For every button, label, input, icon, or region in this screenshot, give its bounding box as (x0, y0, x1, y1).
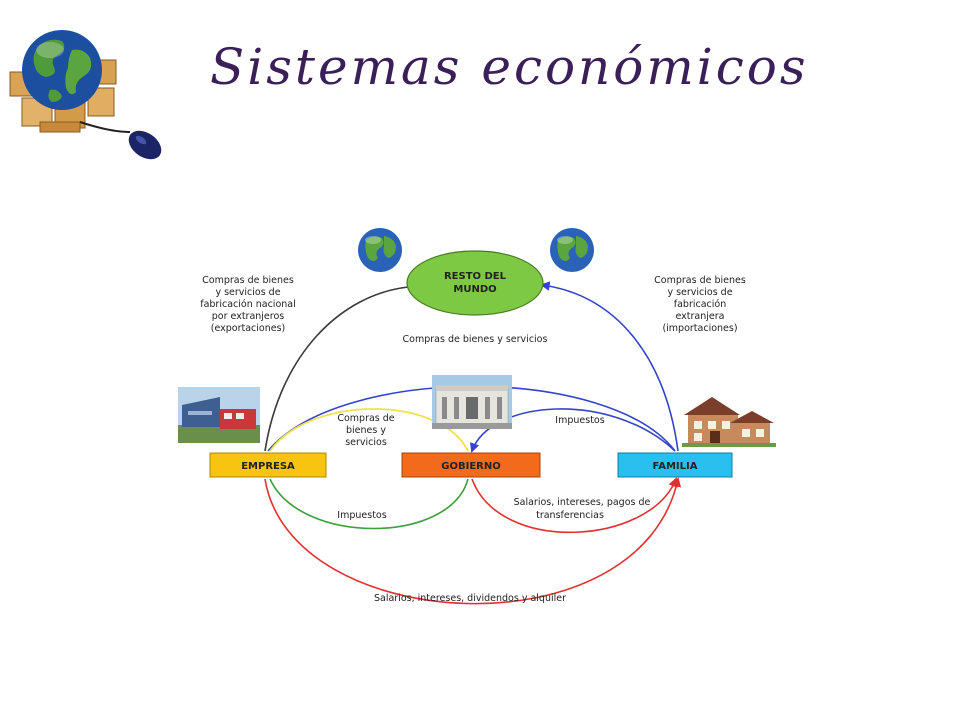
svg-text:por extranjeros: por extranjeros (212, 311, 285, 322)
node-empresa: EMPRESA (209, 452, 327, 478)
svg-text:transferencias: transferencias (536, 510, 604, 521)
house-icon (682, 397, 776, 447)
node-gobierno-label: GOBIERNO (441, 461, 500, 472)
label-impuestos-familia: Impuestos (555, 415, 604, 426)
node-resto-del-mundo-line1: RESTO DEL (444, 271, 507, 282)
svg-text:fabricación: fabricación (674, 299, 726, 310)
flow-importaciones (540, 281, 679, 452)
flow-exportaciones (264, 286, 409, 452)
svg-text:bienes y: bienes y (346, 425, 386, 436)
label-compras-bienes-servicios: Compras de bienes y servicios (403, 334, 548, 345)
svg-text:Compras de bienes: Compras de bienes (202, 275, 294, 286)
logo (9, 30, 162, 160)
globe-icon (358, 228, 402, 272)
flow-salarios-empresa (264, 477, 682, 605)
flow-salarios-gobierno (471, 477, 678, 534)
svg-text:y servicios de: y servicios de (667, 287, 732, 298)
flow-impuestos-empresa (269, 478, 469, 530)
label-compras-gobierno: Compras de bienes y servicios (337, 413, 394, 448)
flow-compras-gobierno (269, 408, 469, 452)
node-familia: FAMILIA (617, 452, 733, 478)
svg-text:(importaciones): (importaciones) (662, 323, 737, 334)
svg-text:fabricación nacional: fabricación nacional (200, 299, 296, 310)
node-resto-del-mundo-line2: MUNDO (453, 284, 496, 295)
node-empresa-label: EMPRESA (241, 461, 295, 472)
svg-text:(exportaciones): (exportaciones) (211, 323, 286, 334)
svg-text:Compras de bienes: Compras de bienes (654, 275, 746, 286)
economic-flow-diagram: RESTO DEL MUNDO (178, 228, 776, 605)
svg-text:extranjera: extranjera (676, 311, 725, 322)
globe-icon (550, 228, 594, 272)
node-resto-del-mundo: RESTO DEL MUNDO (406, 250, 544, 316)
node-gobierno: GOBIERNO (401, 452, 541, 478)
label-importaciones: Compras de bienes y servicios de fabrica… (654, 275, 746, 334)
globe-icon (22, 30, 102, 110)
svg-text:Salarios, intereses, pagos de: Salarios, intereses, pagos de (514, 497, 651, 508)
node-familia-label: FAMILIA (653, 461, 698, 472)
slide-title: Sistemas económicos (210, 38, 809, 96)
government-building-icon (432, 375, 512, 429)
svg-text:servicios: servicios (345, 437, 387, 448)
label-salarios-empresa: Salarios, intereses, dividendos y alquil… (374, 593, 566, 604)
label-salarios-gobierno: Salarios, intereses, pagos de transferen… (514, 497, 651, 521)
svg-text:Compras de: Compras de (337, 413, 394, 424)
flow-impuestos-familia (470, 408, 676, 453)
computer-mouse-icon (79, 121, 162, 160)
label-impuestos-empresa: Impuestos (337, 510, 386, 521)
label-exportaciones: Compras de bienes y servicios de fabrica… (200, 275, 296, 334)
svg-text:y servicios de: y servicios de (215, 287, 280, 298)
factory-icon (178, 387, 260, 443)
